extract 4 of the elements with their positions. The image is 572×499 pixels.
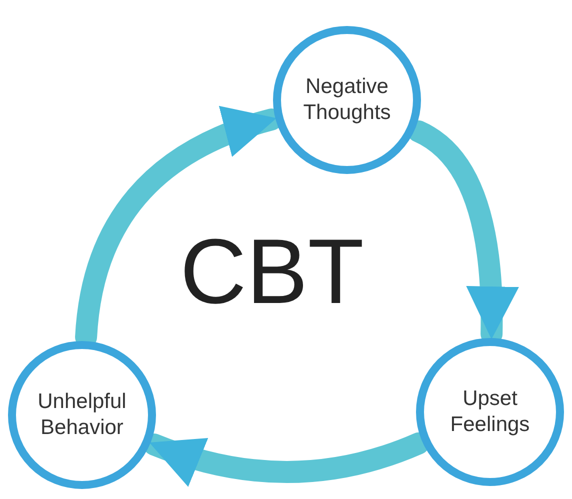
node-label: Upset Feelings: [449, 386, 531, 438]
node-label: Negative Thoughts: [302, 74, 392, 126]
node-label: Unhelpful Behavior: [36, 389, 128, 441]
center-title: CBT: [180, 222, 364, 322]
